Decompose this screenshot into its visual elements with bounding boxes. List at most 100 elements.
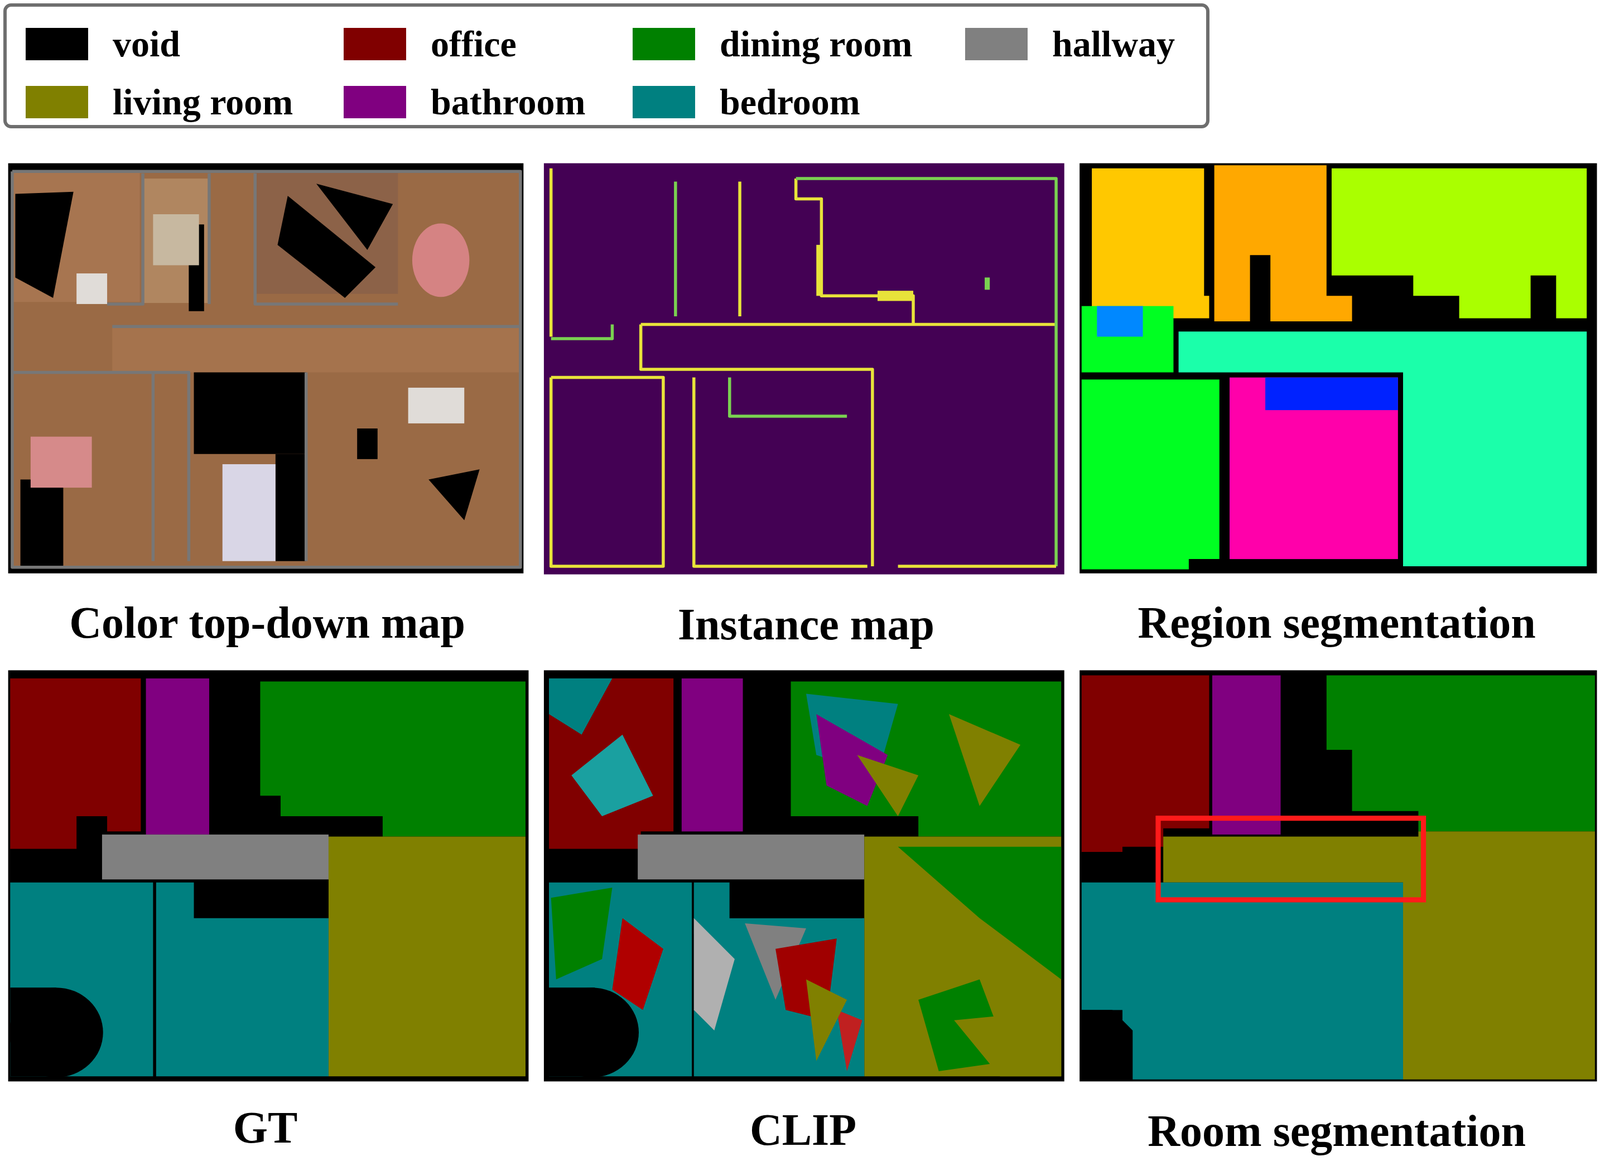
map-region xyxy=(637,834,865,880)
sofa xyxy=(408,387,465,424)
map-region xyxy=(611,918,663,1011)
legend-swatch xyxy=(343,27,407,61)
map-region xyxy=(898,846,1062,980)
highlight-box xyxy=(1158,818,1424,900)
map-region xyxy=(259,681,526,837)
map-region xyxy=(791,681,1062,837)
map-region xyxy=(948,714,1021,807)
wall-line xyxy=(107,173,143,305)
legend-item: void xyxy=(25,24,181,64)
legend-item: dining room xyxy=(632,24,913,64)
legend-swatch xyxy=(632,85,696,119)
legend-text: office xyxy=(430,25,517,63)
wall-line xyxy=(151,372,155,561)
wall-line xyxy=(549,168,553,337)
wall-line xyxy=(641,323,1057,326)
panel-caption: Instance map xyxy=(677,601,935,647)
map-region xyxy=(1331,168,1587,319)
map-region xyxy=(1081,675,1210,852)
map-region xyxy=(1229,377,1399,559)
legend-text: bathroom xyxy=(430,83,586,121)
map-region xyxy=(953,1009,1062,1077)
instance-blob xyxy=(816,244,823,296)
floor xyxy=(12,171,521,568)
shadow-hole xyxy=(275,454,307,562)
map-region xyxy=(836,1009,863,1072)
map-region xyxy=(816,714,888,807)
panel-ground xyxy=(8,163,524,574)
map-region xyxy=(806,979,847,1062)
wall-line xyxy=(641,324,873,567)
map-region xyxy=(1212,675,1281,835)
bed xyxy=(222,464,276,562)
map-region xyxy=(10,678,141,849)
wall-line xyxy=(694,377,868,567)
map-region xyxy=(1214,165,1353,322)
map-region xyxy=(681,678,744,832)
panel-ground xyxy=(1079,670,1597,1082)
map-region xyxy=(1081,882,1404,1080)
void-region xyxy=(8,987,103,1078)
map-region xyxy=(856,754,919,817)
floor xyxy=(112,326,521,373)
map-region xyxy=(571,734,653,817)
wall-line xyxy=(304,372,308,561)
map-region xyxy=(694,882,865,1077)
map-region xyxy=(1096,306,1143,337)
wall-line xyxy=(551,377,664,567)
wall-line xyxy=(207,173,211,305)
panel-ground xyxy=(543,670,1065,1082)
map-region xyxy=(864,836,1062,1077)
shadow-hole xyxy=(316,183,393,250)
instance-blob xyxy=(984,277,990,290)
legend-item: hallway xyxy=(965,24,1175,64)
legend-swatch xyxy=(965,27,1028,61)
panel-ground xyxy=(8,670,529,1082)
legend-item: living room xyxy=(25,82,293,122)
void-region xyxy=(10,987,56,1077)
map-region xyxy=(1081,306,1174,373)
legend-swatch xyxy=(632,27,696,61)
floor xyxy=(12,171,141,302)
wall-line xyxy=(254,173,398,305)
panel-caption: Region segmentation xyxy=(1137,600,1536,645)
legend-text: bedroom xyxy=(719,83,861,121)
legend-swatch xyxy=(343,85,407,119)
wall-line xyxy=(112,324,521,328)
map-region xyxy=(102,834,329,880)
table xyxy=(412,223,470,297)
wall-line xyxy=(673,181,677,316)
furniture xyxy=(76,273,108,305)
shadow-hole xyxy=(428,469,480,520)
panel-caption: Room segmentation xyxy=(1147,1108,1526,1154)
map-region xyxy=(548,678,612,735)
panel-caption: GT xyxy=(233,1105,298,1150)
furniture xyxy=(152,214,199,265)
void-region xyxy=(548,987,595,1077)
wall-line xyxy=(796,178,1057,567)
void-region xyxy=(729,882,863,919)
map-region xyxy=(156,882,329,1077)
map-region xyxy=(1265,377,1399,411)
map-region xyxy=(548,678,674,849)
wall-line xyxy=(729,377,847,417)
panel-ground xyxy=(1079,163,1597,574)
instance-blob xyxy=(877,290,914,301)
shadow-hole xyxy=(20,479,64,566)
legend-text: hallway xyxy=(1052,25,1175,63)
map-region xyxy=(1326,675,1595,832)
map-region xyxy=(146,678,210,835)
legend-item: bedroom xyxy=(632,82,861,122)
wall-line xyxy=(738,181,741,316)
shadow-hole xyxy=(194,372,307,454)
map-region xyxy=(551,887,613,980)
legend-text: dining room xyxy=(719,25,913,63)
panel-ground xyxy=(543,163,1065,575)
legend-text: void xyxy=(112,25,181,63)
legend-swatch xyxy=(25,27,89,61)
legend-item: bathroom xyxy=(343,82,586,122)
wall-line xyxy=(12,372,189,561)
map-region xyxy=(1081,379,1220,570)
shadow-hole xyxy=(15,191,74,298)
